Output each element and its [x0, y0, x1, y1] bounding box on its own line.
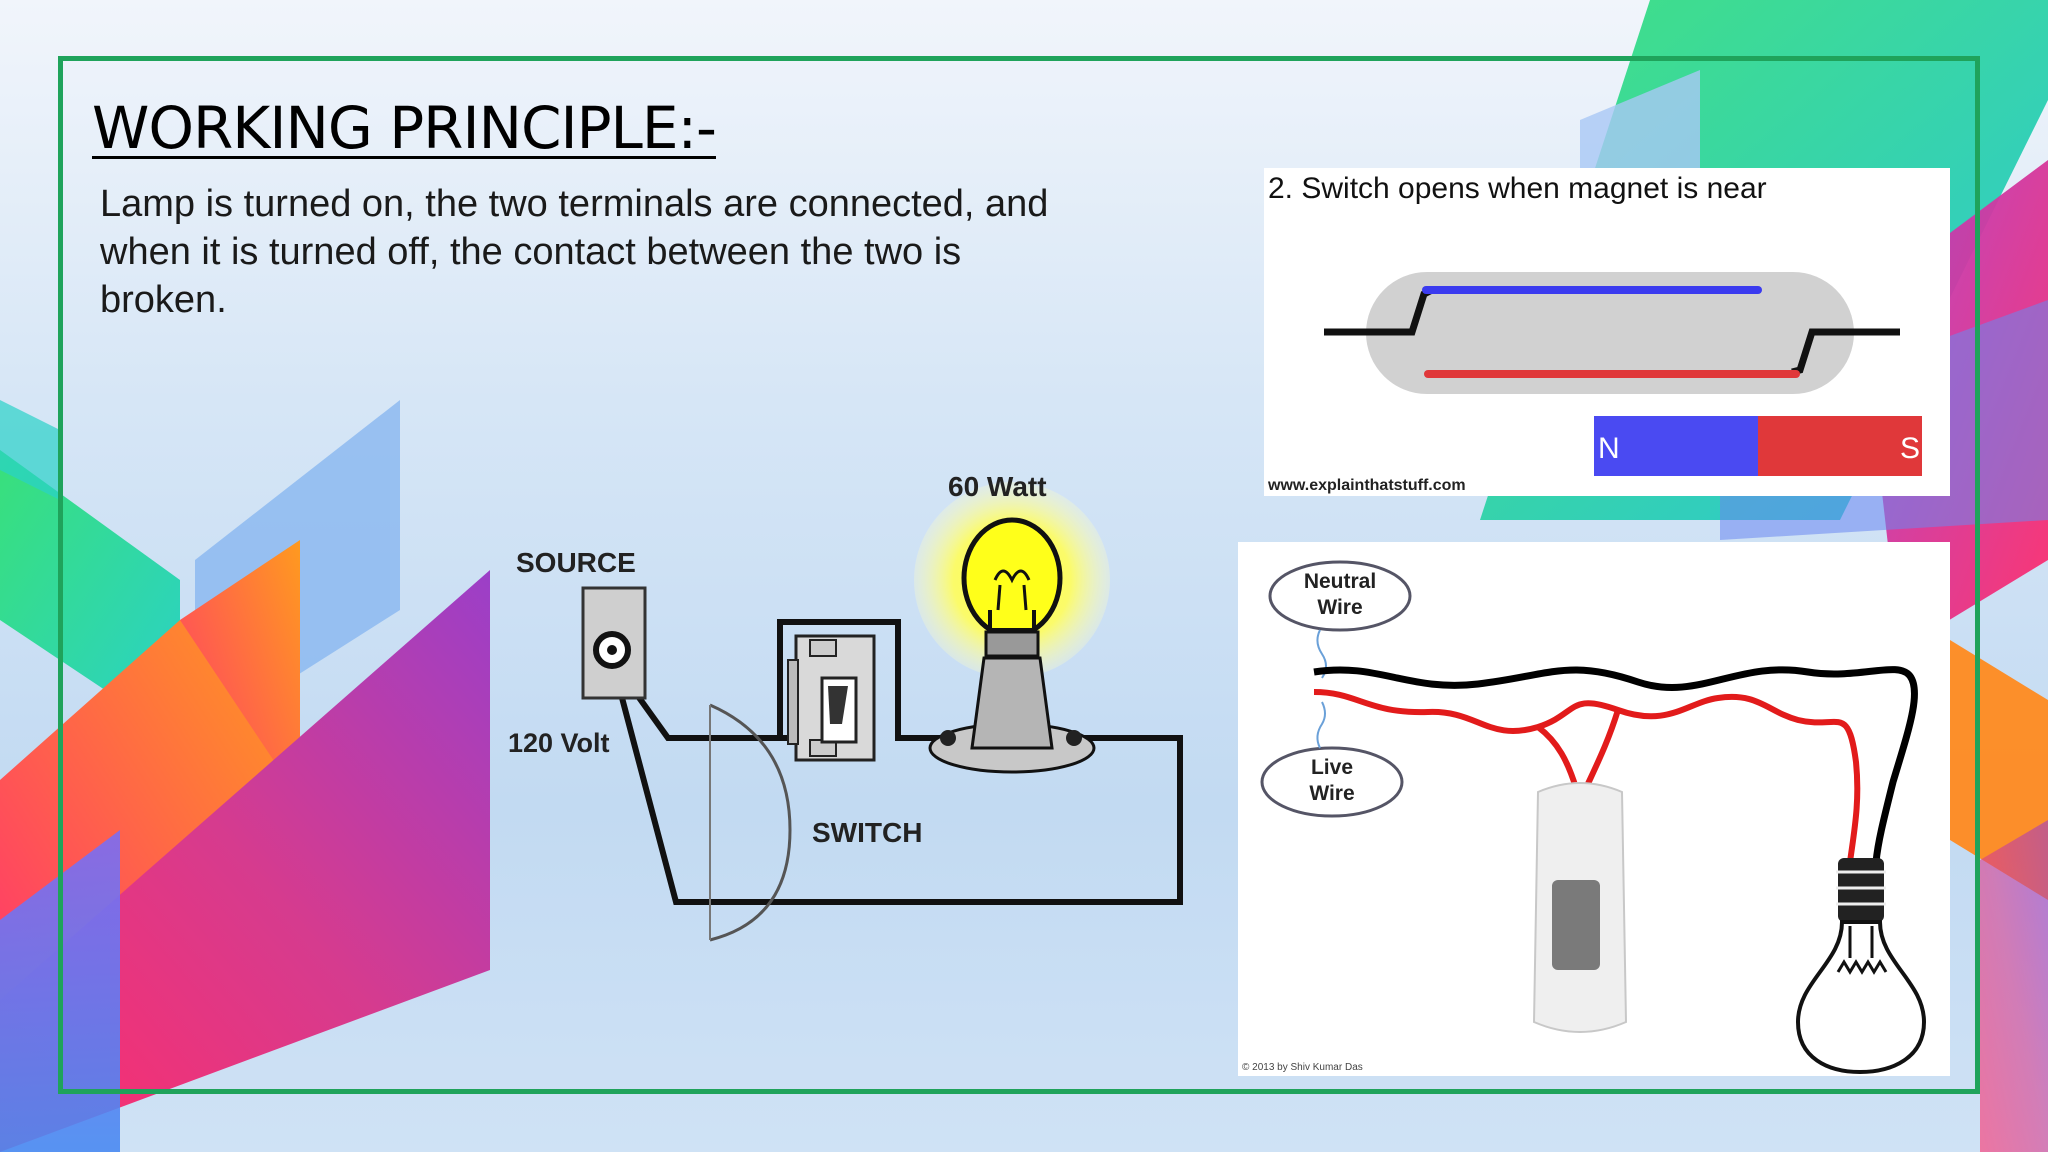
- credit: © 2013 by Shiv Kumar Das: [1242, 1062, 1363, 1073]
- wattage-label: 60 Watt: [948, 471, 1047, 502]
- slide-title: WORKING PRINCIPLE:-: [92, 94, 717, 162]
- magnet-north: [1594, 416, 1758, 476]
- neutral-label-line2: Wire: [1317, 596, 1362, 619]
- slide-frame: [58, 56, 1980, 1094]
- neutral-label-line1: Neutral: [1304, 570, 1376, 593]
- voltage-label: 120 Volt: [508, 728, 610, 758]
- switch-label: SWITCH: [812, 817, 922, 848]
- circuit-diagram: SOURCE 120 Volt 60 Watt SWITCH: [508, 471, 1183, 942]
- lamp-wiring-diagram: Neutral Wire Live Wire © 2013 by Shiv Ku…: [1238, 542, 1950, 1076]
- source-url: www.explainthatstuff.com: [1267, 477, 1466, 494]
- magnet-south: [1758, 416, 1922, 476]
- live-label-line1: Live: [1311, 756, 1353, 779]
- magnet-north-label: N: [1598, 432, 1620, 465]
- magnet-south-label: S: [1900, 432, 1920, 465]
- reed-switch-caption: 2. Switch opens when magnet is near: [1268, 172, 1767, 205]
- source-label: SOURCE: [516, 547, 636, 578]
- reed-switch-diagram: 2. Switch opens when magnet is near N S …: [1264, 168, 1950, 496]
- live-label-line2: Wire: [1309, 782, 1354, 805]
- slide-body-text: Lamp is turned on, the two terminals are…: [100, 183, 1049, 321]
